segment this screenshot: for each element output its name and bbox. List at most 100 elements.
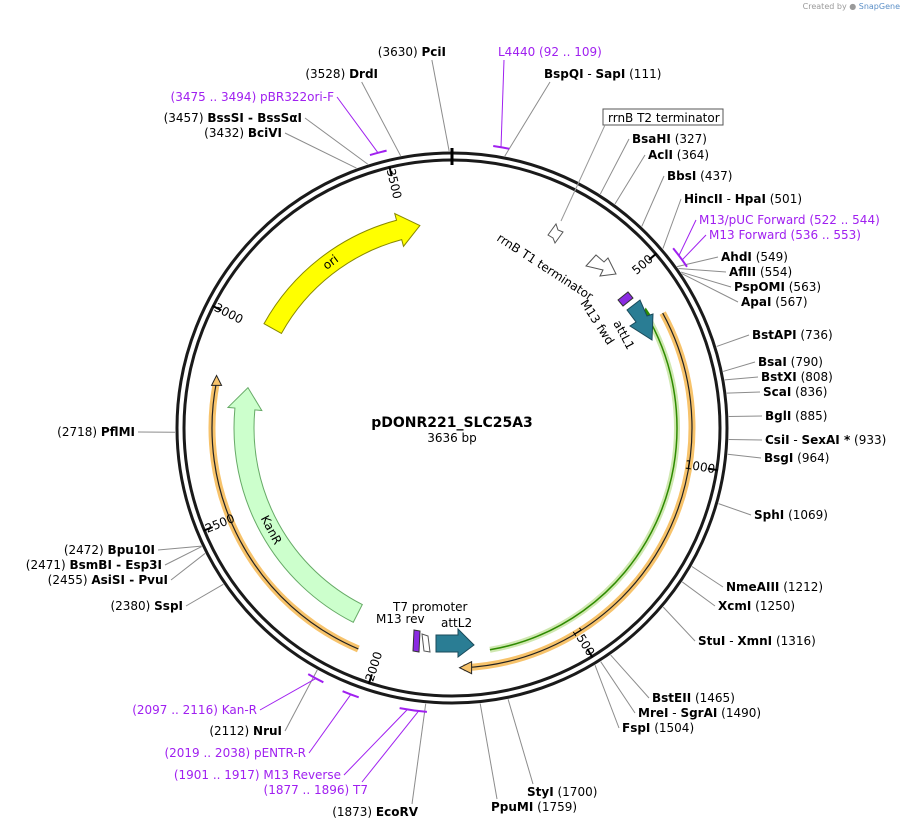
site-label-bstxi: BstXI (808) — [761, 370, 833, 384]
site-label-part: BssSI — [207, 111, 244, 125]
site-label-pspomi: PspOMI (563) — [734, 280, 821, 294]
orf-right-arrowhead-icon — [458, 660, 473, 675]
site-label-part: (2097 .. 2116) Kan-R — [132, 703, 257, 717]
t7-mark-icon — [412, 629, 421, 653]
leader-line — [728, 415, 763, 418]
site-label-fspi: FspI (1504) — [622, 721, 694, 735]
site-labels: (3630) PciI(3528) DrdI(3475 .. 3494) pBR… — [26, 45, 887, 819]
site-label-part: BbsI — [667, 169, 696, 183]
site-label-part: - — [790, 433, 802, 447]
site-label-part: SphI — [754, 508, 784, 522]
leader-line — [681, 273, 739, 303]
insert-track — [489, 307, 680, 653]
leader-line — [723, 361, 756, 372]
m13-rev-mark-icon — [421, 633, 431, 653]
leader-line — [681, 234, 707, 261]
primer-mark — [342, 690, 360, 699]
tick-mark — [211, 304, 222, 312]
orf-left-arrowhead-icon — [210, 374, 223, 386]
site-label-ecorv: (1873) EcoRV — [332, 805, 419, 819]
site-label-part: (1250) — [751, 599, 795, 613]
site-label-part: PvuI — [138, 573, 168, 587]
site-label-part: CsiI — [765, 433, 790, 447]
site-label-part: BglI — [765, 409, 791, 423]
site-label-part: BspQI — [544, 67, 584, 81]
svg-text:rrnB T2 terminator: rrnB T2 terminator — [608, 111, 720, 125]
site-label-pentr: (2019 .. 2038) pENTR-R — [164, 746, 306, 760]
site-label-part: PciI — [422, 45, 447, 59]
site-label-part: (327) — [671, 132, 707, 146]
site-label-part: AhdI — [721, 250, 752, 264]
site-label-pcii: (3630) PciI — [378, 45, 446, 59]
orf-track-right — [463, 311, 696, 672]
site-label-part: - — [125, 573, 138, 587]
site-label-part: BsmBI — [70, 558, 112, 572]
site-label-part: SgrAI — [680, 706, 717, 720]
tick-label: 3000 — [212, 300, 246, 326]
site-label-part: NmeAIII — [726, 580, 779, 594]
site-label-part: (1873) — [332, 805, 376, 819]
leader-line — [259, 677, 317, 711]
site-label-part: (885) — [791, 409, 827, 423]
leader-line — [504, 81, 551, 157]
leader-line — [185, 583, 224, 607]
site-label-part: (3630) — [378, 45, 422, 59]
plasmid-name: pDONR221_SLC25A3 — [371, 415, 533, 431]
site-label-m13puc: M13/pUC Forward (522 .. 544) — [699, 213, 880, 227]
site-label-part: - — [723, 192, 735, 206]
svg-text:M13 rev: M13 rev — [376, 612, 425, 626]
site-label-csii: CsiI - SexAI * (933) — [765, 433, 886, 447]
site-label-part: MreI — [638, 706, 668, 720]
plasmid-length: 3636 bp — [427, 431, 477, 445]
site-label-part: BsgI — [764, 451, 793, 465]
site-label-part: (563) — [785, 280, 821, 294]
site-label-part: (836) — [791, 385, 827, 399]
site-label-part: DrdI — [349, 67, 378, 81]
site-label-part: (549) — [752, 250, 788, 264]
tick-label: 3500 — [384, 167, 405, 200]
site-label-sspi: (2380) SspI — [110, 599, 183, 613]
primer-marks — [307, 145, 688, 713]
site-label-part: (437) — [696, 169, 732, 183]
site-label-part: Esp3I — [125, 558, 162, 572]
primer-mark — [369, 149, 387, 157]
rrnb-t1-arrow-icon — [585, 254, 617, 277]
site-label-part: (1504) — [650, 721, 694, 735]
site-label-bbsi: BbsI (437) — [667, 169, 732, 183]
plasmid-backbone — [175, 148, 729, 705]
site-label-bsgi: BsgI (964) — [764, 451, 829, 465]
site-label-l4440: L4440 (92 .. 109) — [498, 45, 602, 59]
leader-line — [610, 654, 650, 699]
site-label-part: (2718) — [57, 425, 101, 439]
leader-line — [170, 553, 206, 581]
site-label-m13fw: M13 Forward (536 .. 553) — [709, 228, 861, 242]
leader-line — [641, 175, 665, 227]
site-label-part: SspI — [154, 599, 183, 613]
leader-line — [727, 453, 762, 459]
site-label-part: HpaI — [735, 192, 766, 206]
site-label-t7: (1877 .. 1896) T7 — [264, 783, 368, 797]
site-label-aflii: AflII (554) — [729, 265, 792, 279]
leader-line — [164, 546, 202, 566]
site-label-nmeaiii: NmeAIII (1212) — [726, 580, 823, 594]
site-label-part: (2472) — [64, 543, 108, 557]
site-label-part: (790) — [787, 355, 823, 369]
leader-line — [500, 59, 505, 148]
leader-line — [599, 138, 630, 195]
attl1-feature: M13 fwd attL1 — [577, 291, 654, 352]
leader-line — [343, 709, 408, 776]
site-label-part: M13 Forward (536 .. 553) — [709, 228, 861, 242]
m13-fwd-mark-icon — [617, 291, 634, 307]
leader-line — [284, 669, 318, 732]
site-label-part: XcmI — [718, 599, 751, 613]
site-label-part: (2019 .. 2038) pENTR-R — [164, 746, 306, 760]
ori-arrow — [263, 212, 421, 335]
site-label-scai: ScaI (836) — [763, 385, 827, 399]
leader-line — [361, 710, 419, 783]
orf-track-left — [208, 380, 360, 653]
leader-line — [662, 198, 682, 249]
site-label-ahdi: AhdI (549) — [721, 250, 788, 264]
kanr-arrow — [226, 386, 363, 624]
site-label-pflmi: (2718) PflMI — [57, 425, 135, 439]
svg-text:attL2: attL2 — [441, 616, 472, 630]
